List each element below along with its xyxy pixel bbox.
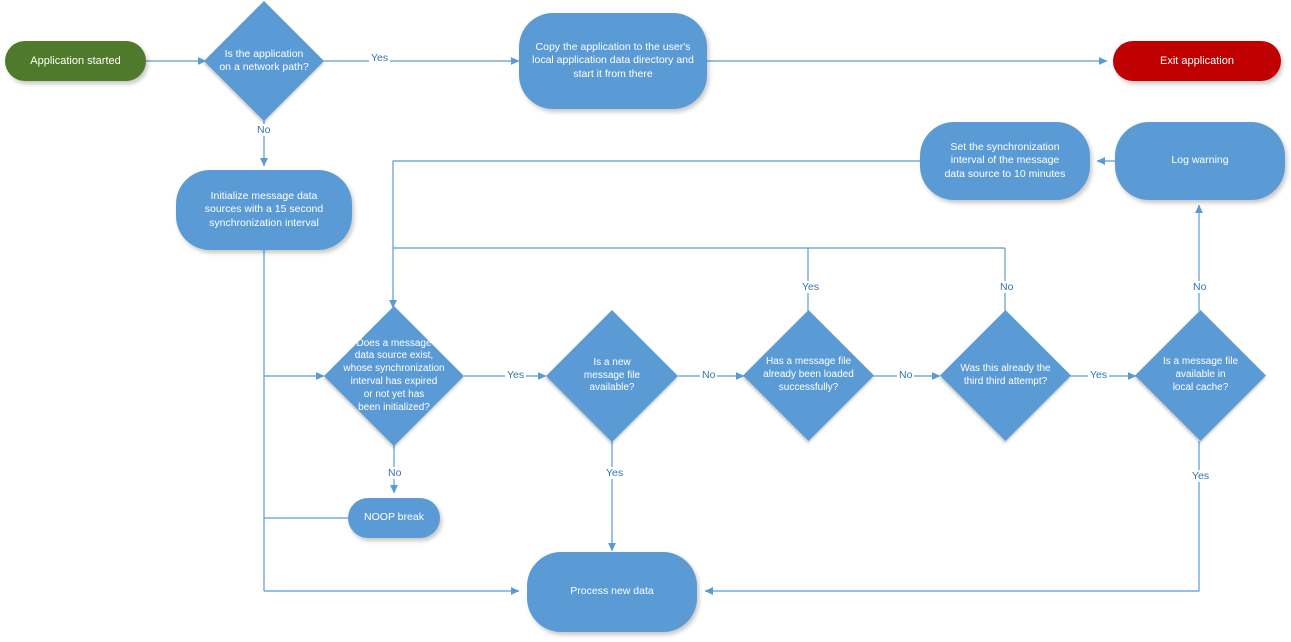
node-source-exists[interactable]: Does a message data source exist, whose …	[323, 305, 465, 447]
node-third-attempt[interactable]: Was this already the third third attempt…	[939, 309, 1072, 442]
node-log-warning[interactable]: Log warning	[1115, 122, 1285, 200]
edge-label-network-no: No	[255, 124, 273, 136]
node-set-sync-interval[interactable]: Set the synchronization interval of the …	[920, 122, 1090, 200]
node-label: Has a message file already been loaded s…	[763, 356, 854, 393]
node-label: Log warning	[1171, 154, 1229, 167]
node-process-new-data[interactable]: Process new data	[527, 552, 697, 632]
edge-label-source-exists-no: No	[386, 467, 404, 479]
node-application-started[interactable]: Application started	[5, 41, 146, 81]
node-local-cache[interactable]: Is a message file available in local cac…	[1134, 309, 1267, 442]
edge-local-cache-yes	[704, 441, 1200, 595]
edge-label-already-loaded-yes: Yes	[800, 281, 822, 293]
node-label: NOOP break	[364, 511, 424, 524]
node-label: Set the synchronization interval of the …	[944, 140, 1066, 180]
edge-label-network-yes: Yes	[369, 52, 391, 64]
node-label: Process new data	[570, 585, 654, 598]
edge-label-new-file-no: No	[700, 369, 718, 381]
node-label: Copy the application to the user's local…	[532, 40, 694, 80]
edge-label-new-file-yes: Yes	[604, 467, 626, 479]
edge-label-third-attempt-no: No	[998, 281, 1016, 293]
node-noop-break[interactable]: NOOP break	[348, 498, 440, 538]
node-label: Initialize message data sources with a 1…	[204, 189, 324, 229]
node-new-message-file[interactable]: Is a new message file available?	[545, 309, 679, 443]
node-exit-application[interactable]: Exit application	[1113, 41, 1281, 81]
edge-label-source-exists-yes: Yes	[505, 369, 527, 381]
node-already-loaded[interactable]: Has a message file already been loaded s…	[742, 309, 875, 442]
node-label: Is a new message file available?	[583, 356, 641, 394]
node-is-network-path[interactable]: Is the application on a network path?	[203, 0, 325, 122]
edge-label-local-cache-no: No	[1191, 281, 1209, 293]
node-label: Was this already the third third attempt…	[960, 362, 1051, 387]
edge-label-third-attempt-yes: Yes	[1088, 369, 1110, 381]
node-copy-application[interactable]: Copy the application to the user's local…	[519, 13, 707, 109]
node-initialize-sources[interactable]: Initialize message data sources with a 1…	[176, 170, 352, 250]
node-label: Application started	[30, 54, 121, 67]
edge-setsync-to-rail	[392, 160, 920, 248]
node-label: Is a message file available in local cac…	[1162, 356, 1239, 393]
node-label: Does a message data source exist, whose …	[343, 337, 445, 413]
node-label: Exit application	[1160, 54, 1234, 67]
edge-label-local-cache-yes: Yes	[1190, 470, 1212, 482]
edge-label-already-loaded-no: No	[897, 369, 915, 381]
node-label: Is the application on a network path?	[219, 47, 309, 73]
